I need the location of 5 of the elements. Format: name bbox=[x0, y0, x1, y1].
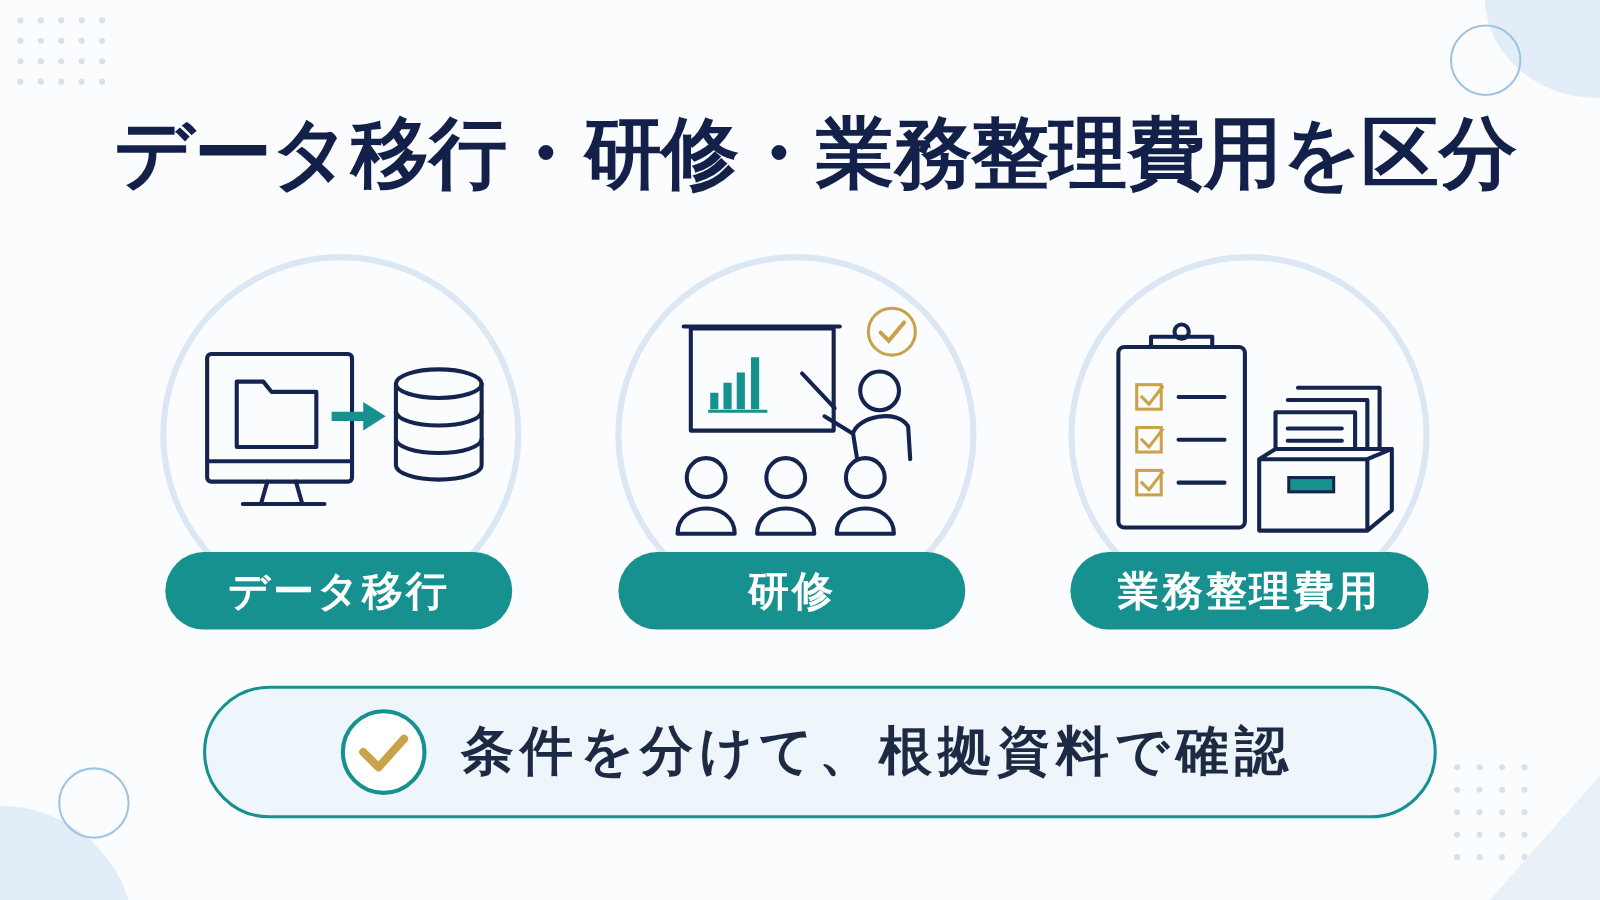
banner-text: 条件を分けて、根拠資料で確認 bbox=[461, 719, 1294, 784]
title: データ移行・研修・業務整理費用を区分 bbox=[114, 110, 1517, 196]
label-pill: 業務整理費用 bbox=[1070, 552, 1429, 630]
label-pill: 研修 bbox=[618, 552, 966, 630]
label-pill: データ移行 bbox=[165, 552, 513, 630]
